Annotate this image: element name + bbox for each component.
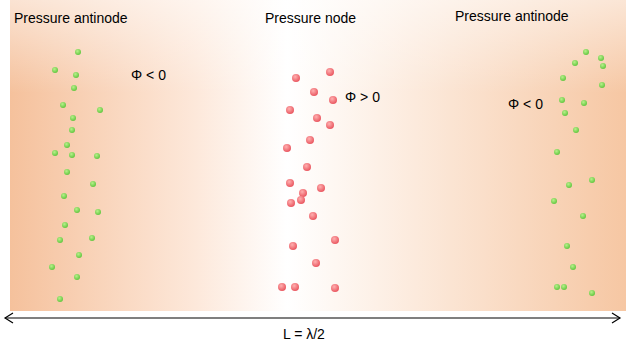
- particle: [581, 100, 587, 106]
- particle: [52, 67, 58, 73]
- particle: [94, 153, 100, 159]
- particle: [600, 63, 606, 69]
- particle-groups: [49, 49, 606, 302]
- particle: [292, 74, 300, 82]
- particle: [326, 68, 334, 76]
- particle: [62, 222, 68, 228]
- particle: [570, 264, 576, 270]
- particle: [97, 107, 103, 113]
- particle: [326, 121, 334, 129]
- particle: [554, 149, 560, 155]
- particle: [331, 284, 339, 292]
- particle: [313, 114, 321, 122]
- particle: [90, 181, 96, 187]
- particle: [291, 283, 299, 291]
- particle: [49, 264, 55, 270]
- particle: [309, 212, 317, 220]
- particle: [299, 189, 307, 197]
- length-arrow: [5, 313, 620, 323]
- particle: [589, 290, 595, 296]
- particle: [74, 207, 80, 213]
- dimension-label: L = λ/2: [283, 326, 325, 342]
- particle: [599, 82, 605, 88]
- particle: [572, 60, 578, 66]
- particle: [554, 284, 560, 290]
- particle: [69, 127, 75, 133]
- particle: [297, 196, 305, 204]
- particle: [52, 150, 58, 156]
- particle: [75, 49, 81, 55]
- region-label: Pressure node: [265, 10, 356, 26]
- particle: [61, 193, 67, 199]
- particle: [561, 284, 567, 290]
- particle: [583, 49, 589, 55]
- particle: [73, 72, 79, 78]
- particle: [566, 182, 572, 188]
- particle: [286, 106, 294, 114]
- medium-background: [10, 0, 626, 311]
- region-label: Pressure antinode: [14, 10, 128, 26]
- particle: [560, 75, 566, 81]
- particle: [580, 213, 586, 219]
- particle: [64, 169, 70, 175]
- particle: [287, 199, 295, 207]
- potential-label: Φ < 0: [131, 67, 166, 83]
- potential-label: Φ < 0: [508, 96, 543, 112]
- particle: [312, 259, 320, 267]
- particle: [71, 85, 77, 91]
- particle: [573, 127, 579, 133]
- particle: [589, 177, 595, 183]
- particle: [303, 163, 311, 171]
- medium-highlight: [10, 0, 626, 311]
- particle: [89, 235, 95, 241]
- particle: [289, 242, 297, 250]
- particle: [57, 237, 63, 243]
- particle: [317, 184, 325, 192]
- particle: [64, 142, 70, 148]
- particle: [69, 152, 75, 158]
- particle: [57, 296, 63, 302]
- particle: [95, 209, 101, 215]
- particle: [60, 102, 66, 108]
- particle: [598, 55, 604, 61]
- green-particles: [49, 49, 103, 302]
- particle: [76, 252, 82, 258]
- particle: [559, 97, 565, 103]
- particle: [283, 144, 291, 152]
- particle: [70, 115, 76, 121]
- green-particles: [551, 49, 606, 296]
- particle: [564, 243, 570, 249]
- region-label: Pressure antinode: [455, 8, 569, 24]
- particle: [310, 88, 318, 96]
- potential-label: Φ > 0: [345, 89, 380, 105]
- particle: [286, 179, 294, 187]
- red-particles: [278, 68, 339, 292]
- particle: [278, 283, 286, 291]
- particle: [74, 274, 80, 280]
- particle: [551, 198, 557, 204]
- particle: [329, 96, 337, 104]
- particle: [562, 110, 568, 116]
- particle: [306, 136, 314, 144]
- particle: [331, 236, 339, 244]
